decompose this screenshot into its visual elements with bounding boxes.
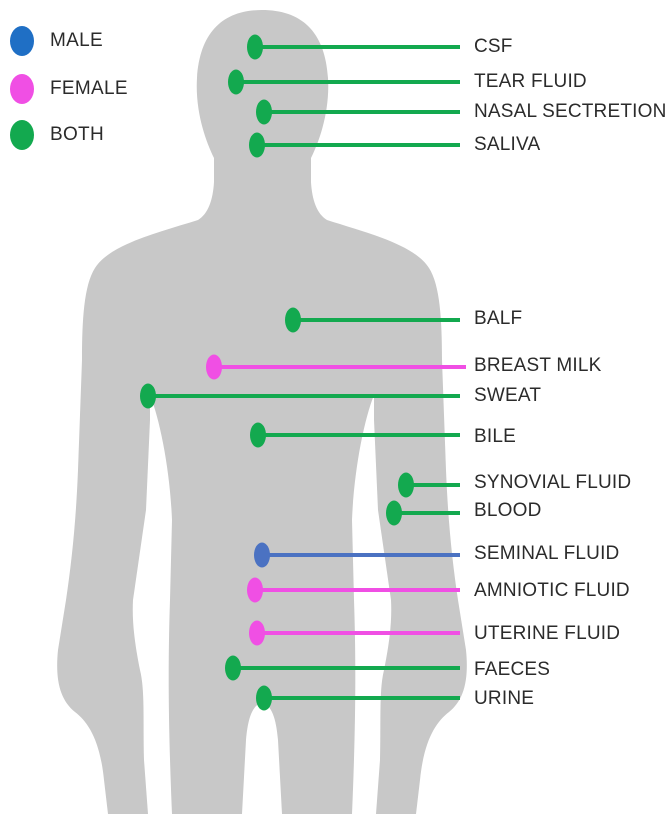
fluid-label-sweat: SWEAT [474,385,541,407]
legend-item-female: FEMALE [8,74,208,104]
circle-marker-icon [225,656,241,681]
fluid-label-bile: BILE [474,426,516,448]
fluid-label-synovial-fluid: SYNOVIAL FLUID [474,472,631,494]
legend-label-both: BOTH [50,124,104,146]
fluid-label-urine: URINE [474,688,534,710]
circle-marker-icon [256,100,272,125]
circle-marker-icon [10,120,34,150]
fluid-label-nasal-sectretion: NASAL SECTRETION [474,101,667,123]
fluid-label-seminal-fluid: SEMINAL FLUID [474,543,619,565]
fluid-label-csf: CSF [474,36,513,58]
circle-marker-icon [206,355,222,380]
legend-item-male: MALE [8,26,208,56]
fluid-label-uterine-fluid: UTERINE FLUID [474,623,620,645]
fluid-label-blood: BLOOD [474,500,542,522]
fluid-label-balf: BALF [474,308,522,330]
circle-marker-icon [247,578,263,603]
fluid-label-breast-milk: BREAST MILK [474,355,602,377]
fluid-label-saliva: SALIVA [474,134,540,156]
circle-marker-icon [398,473,414,498]
circle-marker-icon [249,133,265,158]
fluid-label-tear-fluid: TEAR FLUID [474,71,587,93]
legend-label-male: MALE [50,30,103,52]
circle-marker-icon [285,308,301,333]
circle-marker-icon [250,423,266,448]
legend-label-female: FEMALE [50,78,128,100]
circle-marker-icon [10,26,34,56]
circle-marker-icon [256,686,272,711]
legend-item-both: BOTH [8,120,208,150]
fluid-label-amniotic-fluid: AMNIOTIC FLUID [474,580,630,602]
circle-marker-icon [228,70,244,95]
circle-marker-icon [249,621,265,646]
circle-marker-icon [247,35,263,60]
circle-marker-icon [140,384,156,409]
circle-marker-icon [386,501,402,526]
fluid-label-faeces: FAECES [474,659,550,681]
circle-marker-icon [10,74,34,104]
circle-marker-icon [254,543,270,568]
torso-shape [57,220,467,814]
head-shape-right [262,10,328,220]
